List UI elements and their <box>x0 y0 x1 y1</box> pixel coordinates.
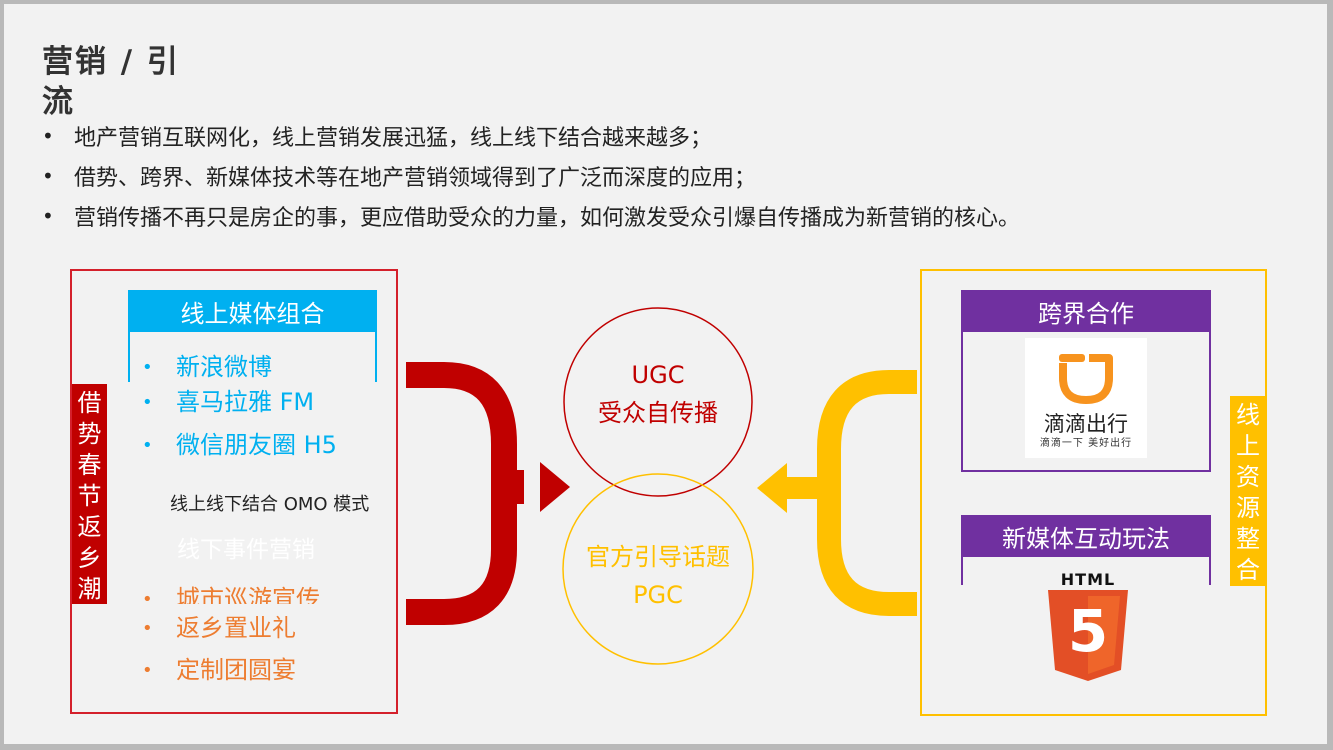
yellow-bracket-shape <box>817 370 917 616</box>
new-media-header: 新媒体互动玩法 <box>961 515 1211 557</box>
left-side-label: 借势春节返乡潮 <box>72 384 107 604</box>
online-media-box <box>128 332 377 382</box>
pgc-subtitle: PGC <box>633 581 683 609</box>
left-panel-frame <box>70 269 398 714</box>
html5-label: HTML <box>1060 570 1116 589</box>
html5-number: 5 <box>1067 597 1109 665</box>
new-media-box <box>961 557 1211 585</box>
html5-logo: 5 <box>1048 590 1128 682</box>
red-arrow-icon <box>540 462 570 512</box>
online-media-header: 线上媒体组合 <box>128 290 377 332</box>
flow-diagram <box>406 307 917 665</box>
bullet-dot-icon: • <box>142 357 153 378</box>
list-item-label: 定制团圆宴 <box>176 656 296 684</box>
list-item-label: 喜马拉雅 FM <box>176 388 315 416</box>
crossover-box <box>961 332 1211 472</box>
bullet-item: • 地产营销互联网化，线上营销发展迅猛，线上线下结合越来越多； <box>42 116 1020 156</box>
bullet-text: 营销传播不再只是房企的事，更应借助受众的力量，如何激发受众引爆自传播成为新营销的… <box>74 206 1021 231</box>
bullet-item: • 营销传播不再只是房企的事，更应借助受众的力量，如何激发受众引爆自传播成为新营… <box>42 196 1020 236</box>
bullet-dot-icon: • <box>142 618 153 639</box>
list-item-label: 微信朋友圈 H5 <box>176 431 337 459</box>
crossover-header: 跨界合作 <box>961 290 1211 332</box>
list-item-label: 城市巡游宣传 <box>176 585 320 604</box>
red-arrow-stem <box>500 470 524 504</box>
bullet-list: • 地产营销互联网化，线上营销发展迅猛，线上线下结合越来越多； • 借势、跨界、… <box>42 116 1020 236</box>
right-side-label-text: 线上资源整合 <box>1236 401 1260 584</box>
pgc-label: 官方引导话题 PGC <box>568 538 748 614</box>
right-panel-frame <box>920 269 1267 716</box>
yellow-arrow-icon <box>757 463 787 513</box>
list-item: • 微信朋友圈 H5 <box>142 425 337 466</box>
bullet-dot-icon: • <box>42 204 54 228</box>
ugc-subtitle: 受众自传播 <box>598 399 718 427</box>
bullet-dot-icon: • <box>142 660 153 681</box>
bullet-dot-icon: • <box>42 164 54 188</box>
didi-name: 滴滴出行 <box>1044 412 1128 436</box>
bullet-item: • 借势、跨界、新媒体技术等在地产营销领域得到了广泛而深度的应用； <box>42 156 1020 196</box>
list-item: • 定制团圆宴 <box>142 650 296 691</box>
left-side-label-text: 借势春节返乡潮 <box>77 389 102 603</box>
ugc-label: UGC 受众自传播 <box>568 356 748 432</box>
right-side-label: 线上资源整合 <box>1230 396 1266 586</box>
offline-event-header: 线下事件营销 <box>177 537 315 563</box>
bullet-dot-icon: • <box>42 124 54 148</box>
list-item-label: 新浪微博 <box>176 353 272 381</box>
bullet-dot-icon: • <box>142 435 153 456</box>
list-item: • 返乡置业礼 <box>142 608 296 649</box>
pgc-circle <box>562 473 754 665</box>
omo-label: 线上线下结合 OMO 模式 <box>170 494 370 515</box>
list-item: • 喜马拉雅 FM <box>142 382 314 423</box>
ugc-title: UGC <box>631 361 685 389</box>
yellow-arrow-stem <box>787 477 821 499</box>
html5-shield-icon <box>1048 590 1128 681</box>
bullet-dot-icon: • <box>142 392 153 413</box>
list-item: • 城市巡游宣传 <box>142 579 320 604</box>
bullet-text: 借势、跨界、新媒体技术等在地产营销领域得到了广泛而深度的应用； <box>74 166 757 191</box>
bullet-text: 地产营销互联网化，线上营销发展迅猛，线上线下结合越来越多； <box>74 126 713 151</box>
slide: 营销 / 引流 • 地产营销互联网化，线上营销发展迅猛，线上线下结合越来越多； … <box>4 4 1327 744</box>
slide-title: 营销 / 引流 <box>42 44 180 120</box>
red-bracket-shape <box>406 362 517 625</box>
pgc-title: 官方引导话题 <box>586 543 730 571</box>
bullet-dot-icon: • <box>142 589 153 604</box>
ugc-circle <box>563 307 753 497</box>
list-item: • 新浪微博 <box>142 347 272 388</box>
didi-slogan: 滴滴一下 美好出行 <box>1039 438 1133 449</box>
didi-logo-icon <box>1059 354 1113 404</box>
list-item-label: 返乡置业礼 <box>176 614 296 642</box>
didi-logo-card <box>1025 338 1147 458</box>
